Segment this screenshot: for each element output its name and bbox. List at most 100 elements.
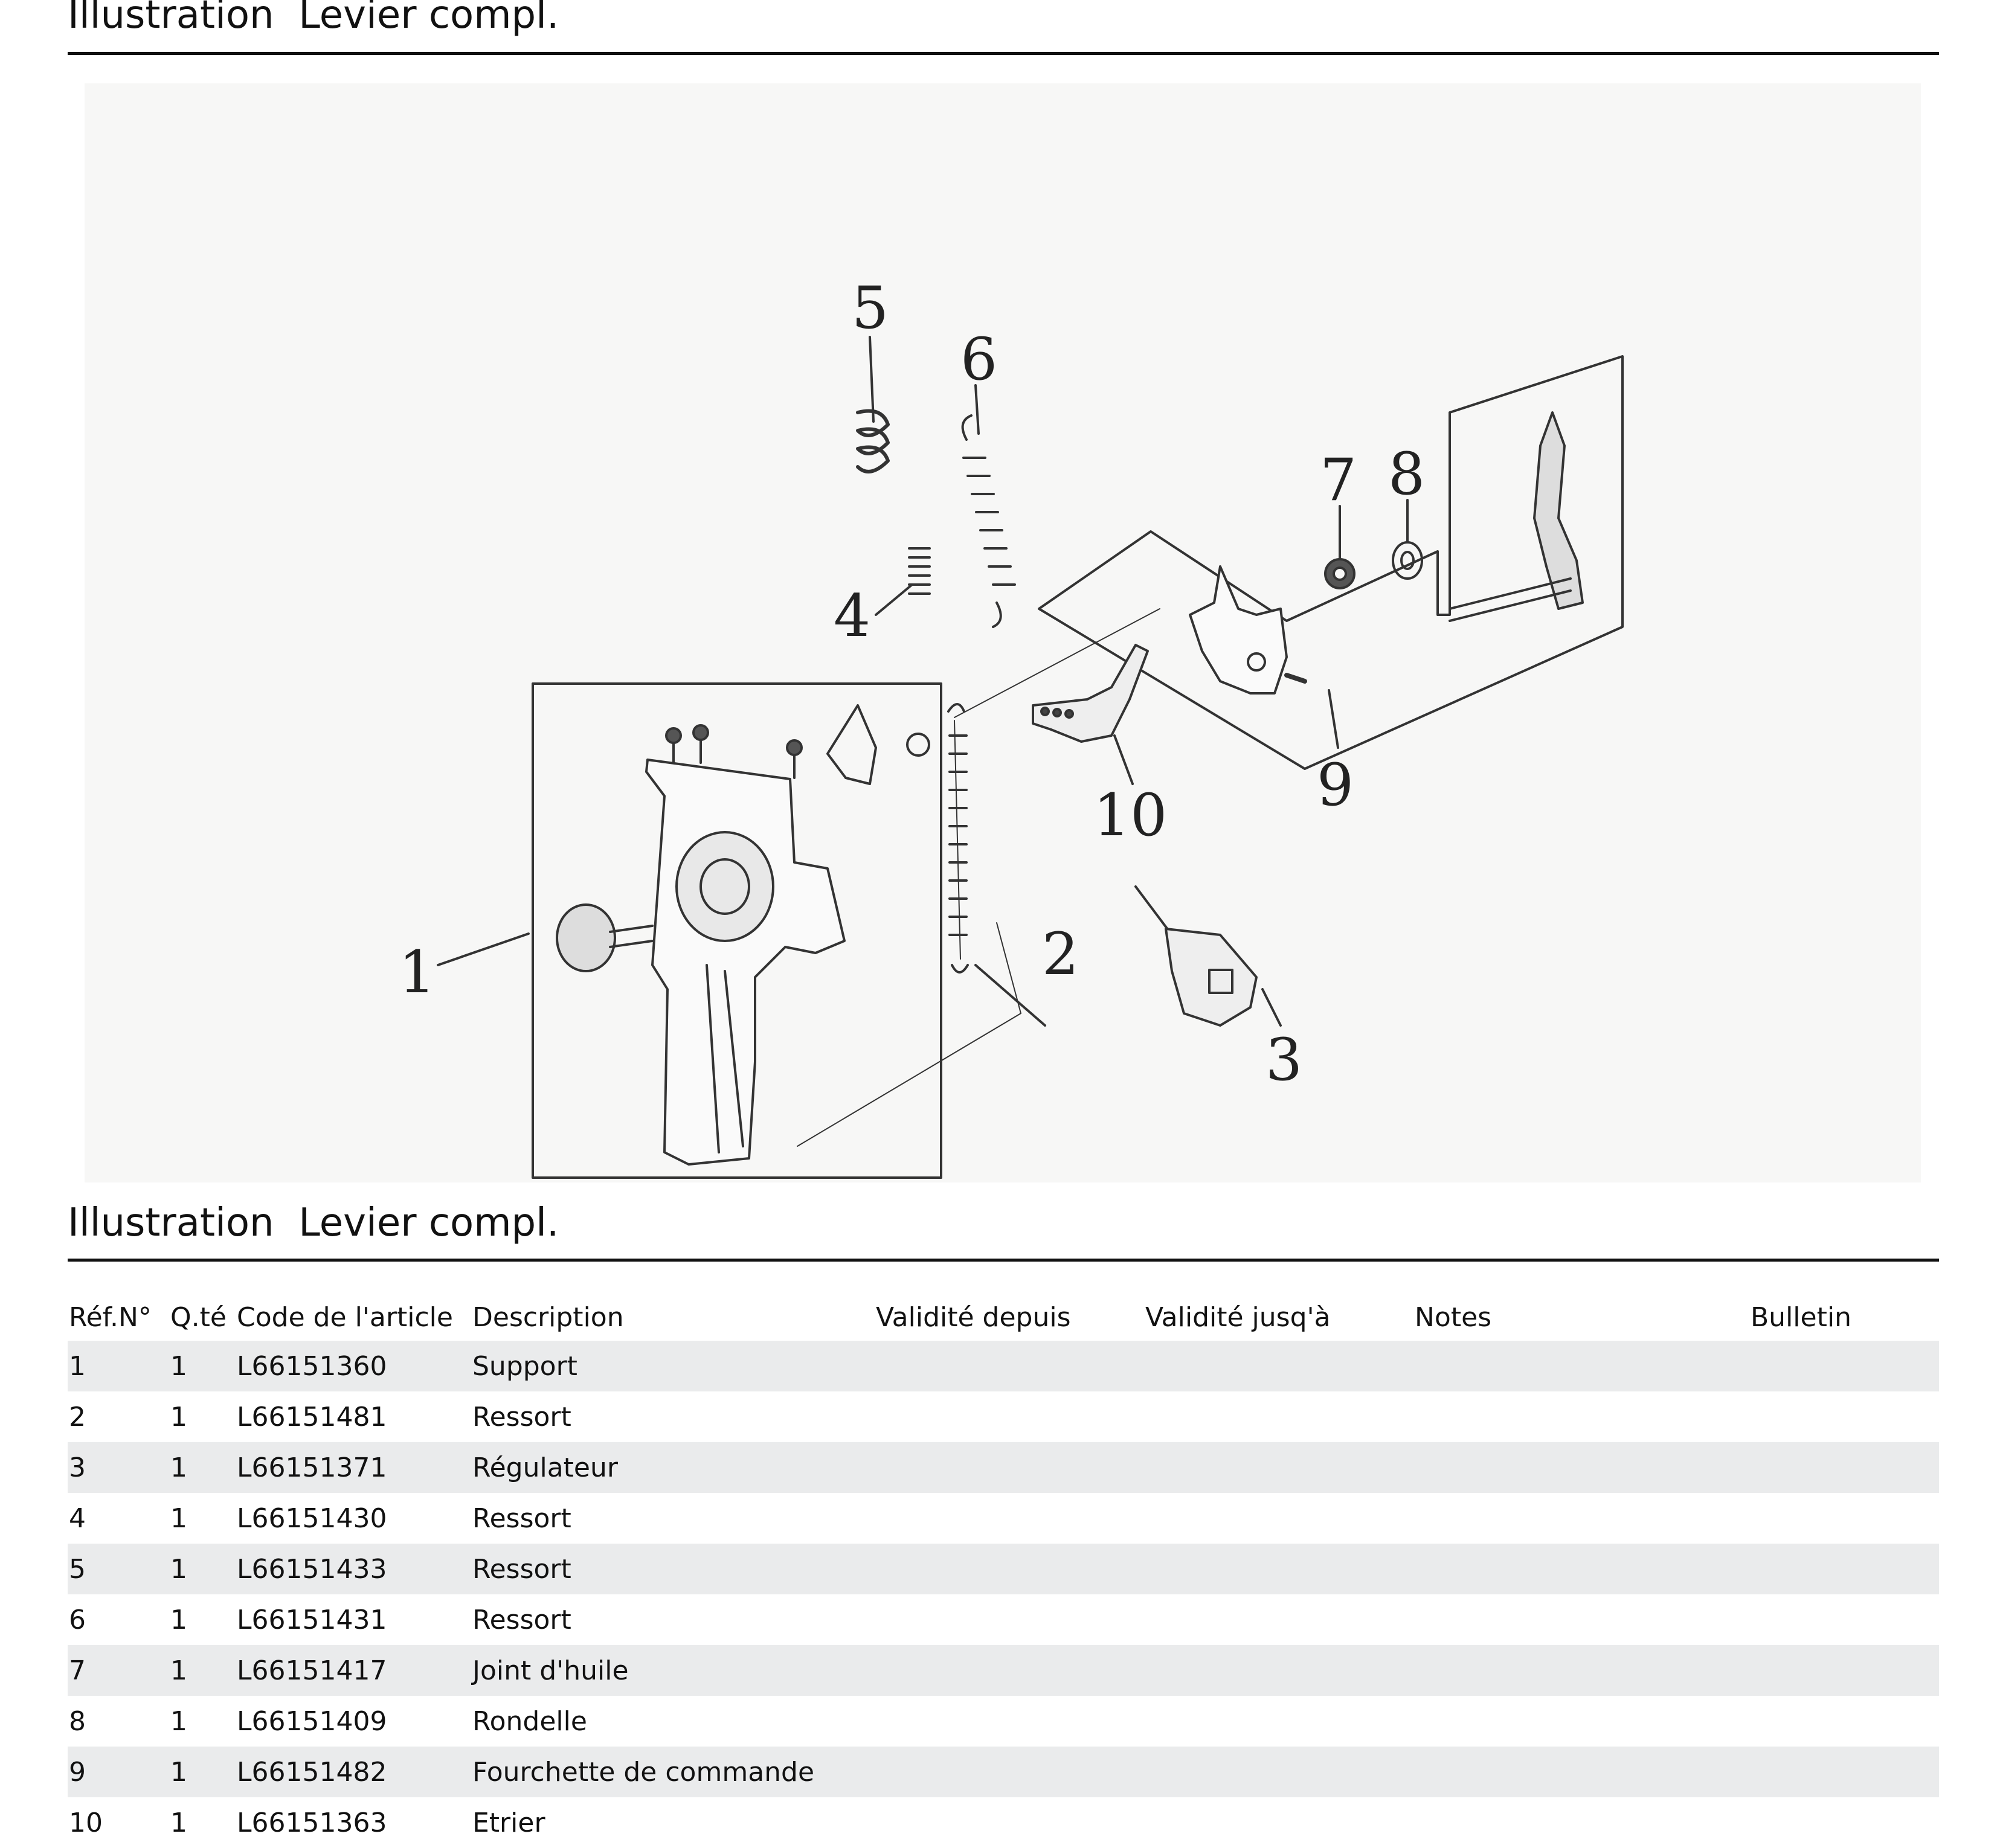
cell-description: Ressort [471, 1594, 875, 1645]
spring-2-link [797, 922, 1021, 1147]
callout-6-leader [974, 384, 980, 435]
cell-valid-to [1144, 1391, 1413, 1442]
page-title: Illustration Levier compl. [68, 0, 559, 36]
cell-valid-to [1144, 1442, 1413, 1493]
cell-qty: 1 [169, 1442, 236, 1493]
cell-qty: 1 [169, 1341, 236, 1391]
cell-code: L66151482 [236, 1747, 471, 1797]
cell-valid-to [1144, 1747, 1413, 1797]
cell-description: Etrier [471, 1797, 875, 1848]
cell-description: Rondelle [471, 1696, 875, 1747]
support-knob-shaft [609, 925, 654, 948]
cell-valid-to [1144, 1544, 1413, 1594]
spring-4 [908, 547, 931, 595]
cell-notes [1413, 1493, 1749, 1544]
cell-valid-from [875, 1341, 1144, 1391]
regulator-socket [1208, 969, 1233, 994]
cell-ref: 6 [68, 1594, 169, 1645]
cell-description: Ressort [471, 1493, 875, 1544]
cell-notes [1413, 1391, 1749, 1442]
cell-qty: 1 [169, 1594, 236, 1645]
cell-qty: 1 [169, 1747, 236, 1797]
page-title-label: Illustration [68, 0, 274, 37]
fork-plate [1189, 565, 1288, 695]
cell-valid-to [1144, 1797, 1413, 1848]
cell-valid-from [875, 1493, 1144, 1544]
cell-description: Ressort [471, 1544, 875, 1594]
cell-notes [1413, 1544, 1749, 1594]
fork-pin [1284, 673, 1307, 684]
cell-ref: 3 [68, 1442, 169, 1493]
callout-3: 3 [1265, 1026, 1302, 1094]
cell-notes [1413, 1747, 1749, 1797]
cell-ref: 2 [68, 1391, 169, 1442]
cell-qty: 1 [169, 1645, 236, 1696]
callout-9: 9 [1317, 751, 1354, 819]
regulator-stem [1134, 885, 1173, 936]
cell-code: L66151430 [236, 1493, 471, 1544]
fork-frame [1038, 355, 1624, 770]
page-title-text: Levier compl. [298, 0, 559, 37]
support-frame [532, 682, 942, 1179]
callout-4: 4 [834, 582, 870, 650]
col-header-qty: Q.té [170, 1301, 227, 1333]
support-bore [675, 831, 774, 942]
callout-10: 10 [1093, 781, 1167, 849]
cell-valid-to [1144, 1594, 1413, 1645]
col-header-description: Description [472, 1301, 624, 1333]
cell-bulletin [1749, 1696, 1939, 1747]
cell-valid-to [1144, 1341, 1413, 1391]
cell-bulletin [1749, 1391, 1939, 1442]
diagram-canvas: 1 2 3 4 5 6 7 8 9 10 [399, 274, 1624, 1179]
cell-valid-to [1144, 1696, 1413, 1747]
cell-code: L66151433 [236, 1544, 471, 1594]
callout-2: 2 [1042, 920, 1079, 988]
callout-1: 1 [399, 938, 436, 1006]
cell-bulletin [1749, 1493, 1939, 1544]
spring-2-axis [954, 720, 961, 960]
cell-valid-from [875, 1544, 1144, 1594]
col-header-code: Code de l'article [237, 1301, 453, 1333]
cell-code: L66151371 [236, 1442, 471, 1493]
parts-table: Réf.N° Q.té Code de l'article Descriptio… [68, 1294, 1939, 1848]
cell-bulletin [1749, 1442, 1939, 1493]
support-lever [826, 704, 877, 785]
section-title: Illustration Levier compl. [68, 1202, 559, 1244]
regulator-body [1165, 928, 1258, 1027]
cell-code: L66151431 [236, 1594, 471, 1645]
callout-6: 6 [960, 326, 997, 393]
col-header-ref: Réf.N° [69, 1301, 152, 1333]
cell-bulletin [1749, 1747, 1939, 1797]
cell-ref: 10 [68, 1797, 169, 1848]
fork-arm [1533, 411, 1584, 610]
cell-valid-from [875, 1696, 1144, 1747]
callout-2-leader [974, 964, 1046, 1027]
cell-valid-from [875, 1747, 1144, 1797]
cell-notes [1413, 1442, 1749, 1493]
cell-code: L66151481 [236, 1391, 471, 1442]
cell-qty: 1 [169, 1696, 236, 1747]
cell-description: Joint d'huile [471, 1645, 875, 1696]
callout-9-leader [1328, 689, 1339, 749]
cell-description: Support [471, 1341, 875, 1391]
cell-valid-from [875, 1594, 1144, 1645]
cell-bulletin [1749, 1341, 1939, 1391]
cell-valid-from [875, 1391, 1144, 1442]
support-rib [706, 964, 744, 1153]
callout-7: 7 [1320, 446, 1357, 514]
callout-5: 5 [852, 274, 889, 342]
support-body [645, 759, 846, 1166]
spring-2 [947, 703, 969, 974]
cell-description: Ressort [471, 1391, 875, 1442]
cell-code: L66151360 [236, 1341, 471, 1391]
cell-valid-from [875, 1797, 1144, 1848]
cell-bulletin [1749, 1797, 1939, 1848]
cell-code: L66151409 [236, 1696, 471, 1747]
